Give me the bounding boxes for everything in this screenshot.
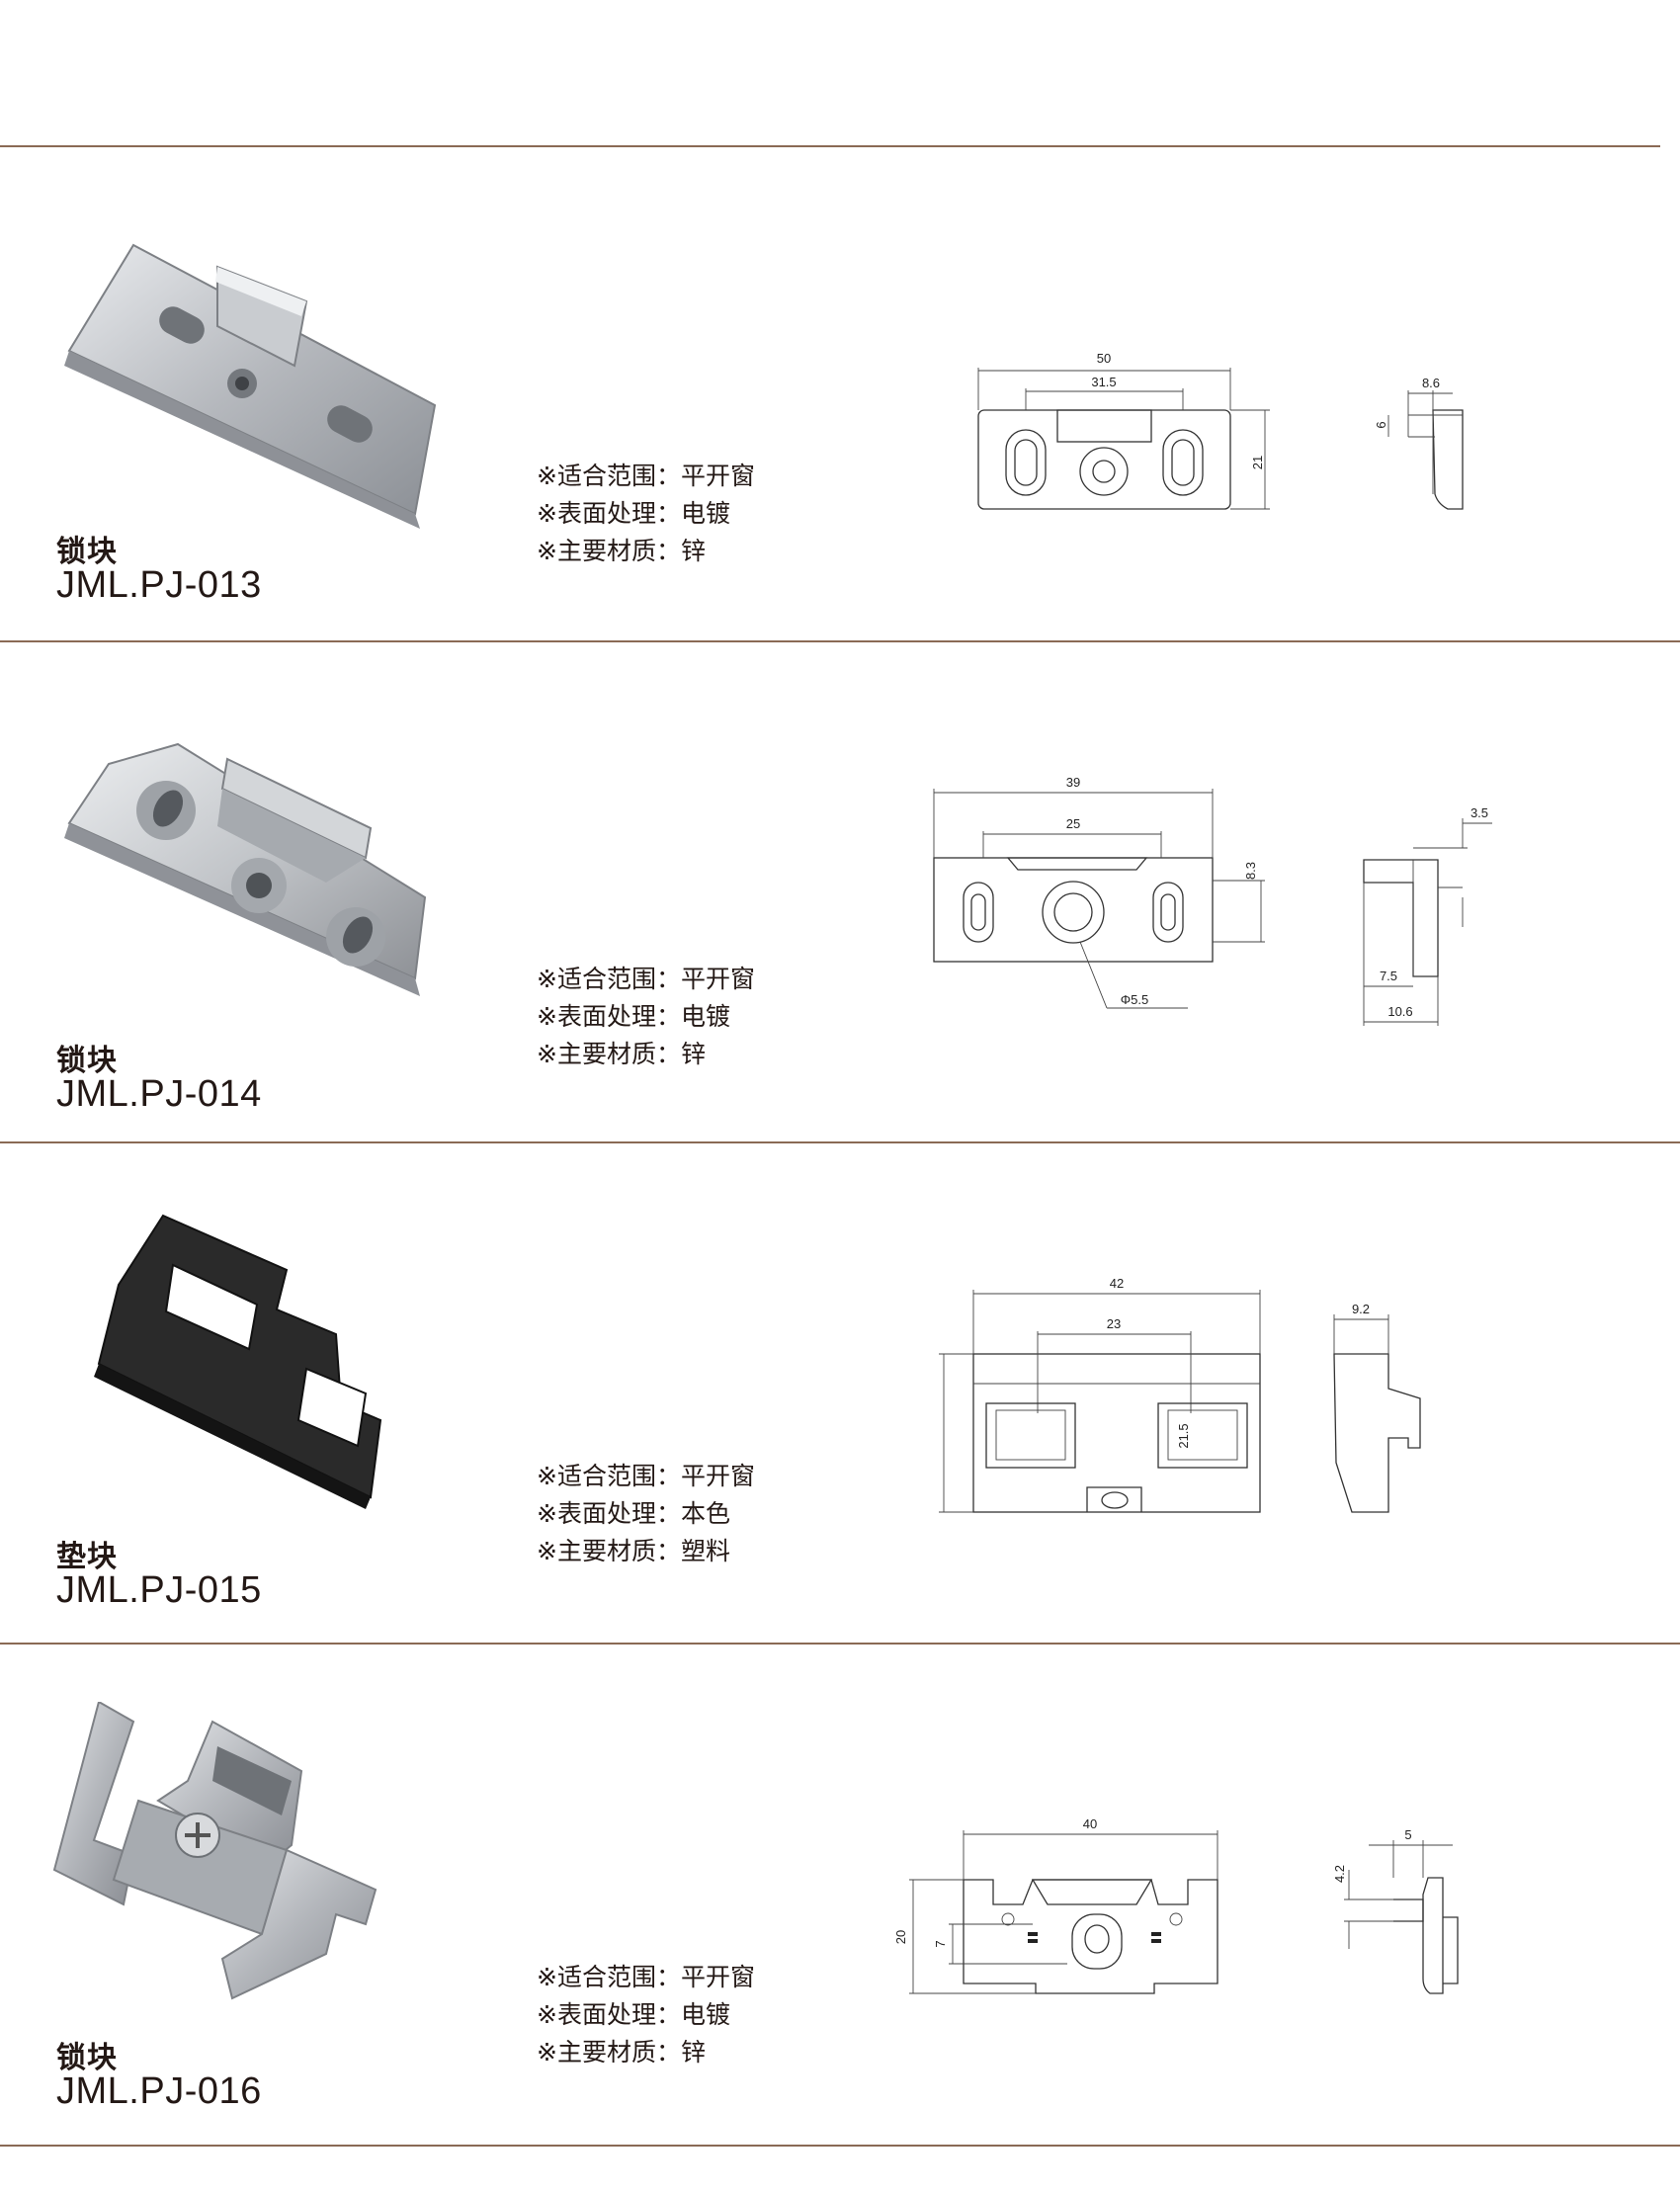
product-name: 锁块 bbox=[56, 2041, 118, 2075]
spec-material: ※主要材质：锌 bbox=[537, 2038, 706, 2067]
product-section: 锁块 JML.PJ-013 ※适合范围：平开窗 ※表面处理：电镀 ※主要材质：锌… bbox=[0, 148, 1680, 647]
product-specs: ※适合范围：平开窗 ※表面处理：电镀 ※主要材质：锌 bbox=[537, 1959, 755, 2071]
svg-text:23: 23 bbox=[1107, 1316, 1121, 1331]
divider-2 bbox=[0, 1141, 1680, 1143]
product-code: JML.PJ-013 bbox=[56, 564, 262, 606]
svg-text:6: 6 bbox=[1374, 421, 1388, 428]
svg-text:8.3: 8.3 bbox=[1243, 862, 1258, 880]
product-photo bbox=[40, 227, 455, 544]
svg-text:42: 42 bbox=[1110, 1276, 1124, 1291]
svg-text:20: 20 bbox=[893, 1930, 908, 1944]
product-specs: ※适合范围：平开窗 ※表面处理：电镀 ※主要材质：锌 bbox=[537, 458, 755, 570]
divider-3 bbox=[0, 1643, 1680, 1645]
spec-scope: ※适合范围：平开窗 bbox=[537, 1462, 755, 1490]
svg-text:Φ5.5: Φ5.5 bbox=[1121, 992, 1148, 1007]
product-code: JML.PJ-016 bbox=[56, 2070, 262, 2112]
svg-text:31.5: 31.5 bbox=[1091, 375, 1116, 389]
lock-block-image bbox=[64, 243, 437, 529]
spec-scope: ※适合范围：平开窗 bbox=[537, 1963, 755, 1991]
product-code: JML.PJ-014 bbox=[56, 1073, 262, 1115]
technical-drawing: 42 23 21.5 9.2 bbox=[870, 1260, 1542, 1596]
product-name: 垫块 bbox=[56, 1540, 118, 1574]
spec-finish: ※表面处理：本色 bbox=[537, 1499, 730, 1528]
svg-text:50: 50 bbox=[1097, 351, 1111, 366]
svg-text:25: 25 bbox=[1066, 816, 1080, 831]
spec-material: ※主要材质：塑料 bbox=[537, 1537, 730, 1565]
divider-1 bbox=[0, 640, 1680, 642]
spec-material: ※主要材质：锌 bbox=[537, 1040, 706, 1068]
top-divider bbox=[0, 145, 1660, 147]
product-section: 垫块 JML.PJ-015 ※适合范围：平开窗 ※表面处理：本色 ※主要材质：塑… bbox=[0, 1151, 1680, 1650]
spec-finish: ※表面处理：电镀 bbox=[537, 2000, 730, 2029]
product-name: 锁块 bbox=[56, 1044, 118, 1078]
bottom-divider bbox=[0, 2145, 1680, 2147]
svg-text:40: 40 bbox=[1083, 1816, 1097, 1831]
lock-block-image bbox=[64, 742, 427, 996]
product-section: 锁块 JML.PJ-014 ※适合范围：平开窗 ※表面处理：电镀 ※主要材质：锌… bbox=[0, 650, 1680, 1149]
svg-text:3.5: 3.5 bbox=[1470, 805, 1488, 820]
product-name: 锁块 bbox=[56, 535, 118, 569]
svg-text:8.6: 8.6 bbox=[1422, 376, 1440, 390]
product-specs: ※适合范围：平开窗 ※表面处理：本色 ※主要材质：塑料 bbox=[537, 1458, 755, 1570]
svg-text:5: 5 bbox=[1404, 1827, 1411, 1842]
product-photo bbox=[40, 1702, 455, 2018]
pad-block-image bbox=[94, 1214, 382, 1509]
svg-text:39: 39 bbox=[1066, 775, 1080, 790]
product-photo bbox=[40, 1201, 455, 1517]
product-specs: ※适合范围：平开窗 ※表面处理：电镀 ※主要材质：锌 bbox=[537, 961, 755, 1073]
spec-scope: ※适合范围：平开窗 bbox=[537, 462, 755, 490]
svg-text:21: 21 bbox=[1250, 456, 1265, 469]
svg-text:4.2: 4.2 bbox=[1332, 1865, 1347, 1883]
spec-finish: ※表面处理：电镀 bbox=[537, 1002, 730, 1031]
svg-text:7.5: 7.5 bbox=[1380, 969, 1397, 983]
product-code: JML.PJ-015 bbox=[56, 1569, 262, 1611]
technical-drawing: 50 31.5 21 8.6 6 bbox=[870, 208, 1542, 544]
lock-block-image bbox=[52, 1702, 378, 2000]
spec-scope: ※适合范围：平开窗 bbox=[537, 965, 755, 993]
svg-text:7: 7 bbox=[933, 1940, 948, 1947]
svg-text:9.2: 9.2 bbox=[1352, 1302, 1370, 1316]
svg-text:10.6: 10.6 bbox=[1387, 1004, 1412, 1019]
spec-finish: ※表面处理：电镀 bbox=[537, 499, 730, 528]
technical-drawing: 40 20 7 4.2 5 bbox=[870, 1751, 1542, 2087]
technical-drawing: 39 25 8.3 Φ5.5 3.5 7.5 10.6 bbox=[870, 749, 1542, 1085]
product-photo bbox=[40, 710, 455, 1026]
svg-text:21.5: 21.5 bbox=[1176, 1423, 1191, 1448]
spec-material: ※主要材质：锌 bbox=[537, 537, 706, 565]
product-section: 锁块 JML.PJ-016 ※适合范围：平开窗 ※表面处理：电镀 ※主要材质：锌… bbox=[0, 1652, 1680, 2152]
